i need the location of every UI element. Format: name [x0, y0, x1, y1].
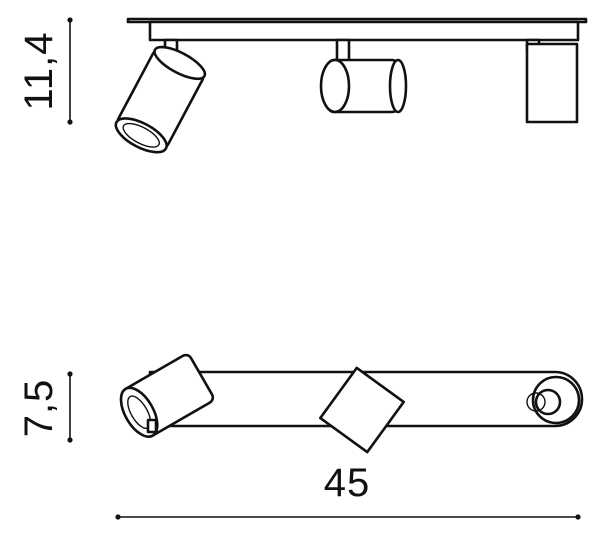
dimension-end-bottom	[67, 119, 73, 125]
dimension-end-top-2	[67, 371, 73, 377]
spot-1-back	[153, 45, 207, 81]
spot-3-body	[525, 42, 579, 124]
spot-1-lens	[122, 122, 160, 148]
spot-1-top-mount	[146, 418, 158, 434]
spot-2-top-body	[319, 366, 405, 454]
spot-3-top-mount	[526, 392, 546, 412]
spot-1-top	[119, 353, 215, 438]
side-view: 11,4	[17, 17, 588, 154]
spot-1-side	[114, 38, 207, 154]
rail-bar	[148, 20, 580, 42]
spot-2-side	[319, 38, 408, 114]
dimension-length: 45	[115, 461, 581, 520]
spot-1-face	[114, 117, 168, 154]
dimension-height-side: 11,4	[17, 17, 73, 125]
spot-3-top	[526, 375, 581, 425]
spot-2-back	[388, 58, 408, 114]
dimension-end-top	[67, 17, 73, 23]
length-label: 45	[324, 461, 371, 505]
top-view: 7,5 45	[17, 353, 584, 520]
height-side-label: 11,4	[17, 32, 61, 111]
dimension-end-right	[575, 514, 581, 520]
dimension-height-top: 7,5	[17, 371, 73, 443]
spot-3-side	[525, 38, 579, 124]
height-top-label: 7,5	[17, 379, 61, 438]
dimension-end-bottom-2	[67, 437, 73, 443]
spot-2-top	[319, 366, 405, 454]
spot-2-face	[319, 58, 351, 114]
dimension-end-left	[115, 514, 121, 520]
